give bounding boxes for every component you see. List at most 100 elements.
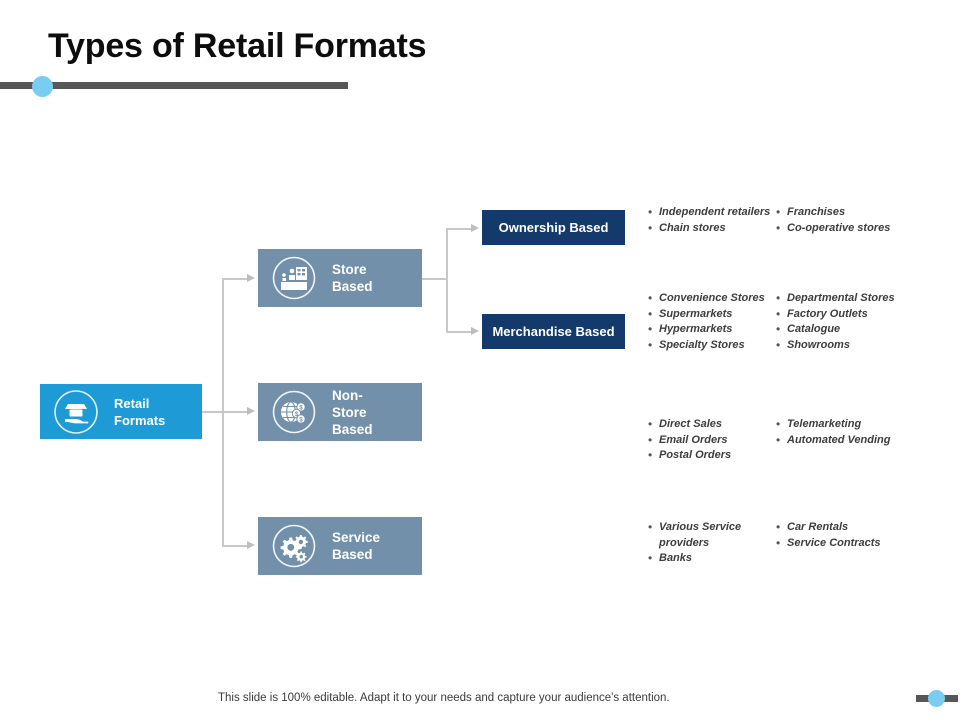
bullet-column-right: • Car Rentals • Service Contracts [776,520,926,567]
bullet-dot: • [648,417,653,431]
list-item-text: Service Contracts [787,536,881,549]
connector-trunk-to-service [222,545,250,547]
list-item-text: Showrooms [787,338,850,351]
list-item: • Car Rentals [776,520,926,536]
list-item: • Franchises [776,205,926,221]
list-item-text: Automated Vending [787,433,891,446]
bullet-column-right: • Telemarketing • Automated Vending [776,417,926,464]
list-item-text: Catalogue [787,323,841,335]
connector-trunk-to-store [222,278,250,280]
bullet-dot: • [648,432,653,447]
connector-root-to-trunk [202,411,223,413]
svg-text:$: $ [299,406,303,412]
list-item-text: Postal Orders [659,449,732,461]
arrow-to-merchandise-based [471,327,479,335]
list-item-text: Car Rentals [787,521,849,533]
bullet-dot: • [776,417,781,431]
list-item: • Service Contracts [776,536,926,552]
node-label-retail-formats: Retail Formats [114,395,166,428]
list-item: • Various Service providers [648,520,776,551]
node-label-ownership-based: Ownership Based [498,220,609,235]
connector-trunk-to-nonstore [222,411,250,413]
bullet-dot: • [776,432,781,447]
store-hand-icon [50,386,102,438]
list-item-text: Telemarketing [787,418,862,430]
list-item-text: Co-operative stores [787,221,891,234]
bullet-column-right: • Franchises • Co-operative stores [776,205,926,236]
list-item-text: Email Orders [659,433,728,446]
list-item: • Email Orders [648,433,776,449]
list-item: • Independent retailers [648,205,776,221]
list-item: • Co-operative stores [776,221,926,237]
list-item: • Automated Vending [776,433,926,449]
bullet-dot: • [776,535,781,550]
bullet-dot: • [776,205,781,219]
list-item-text: Franchises [787,206,846,218]
list-item: • Departmental Stores [776,291,926,307]
gears-icon [268,520,320,572]
node-retail-formats[interactable]: Retail Formats [40,384,202,439]
node-non-store-based[interactable]: $ $ $ Non- Store Based [258,383,422,441]
arrow-to-service-based [247,541,255,549]
svg-text:$: $ [299,418,303,424]
bullet-dot: • [776,306,781,321]
list-item: • Hypermarkets [648,322,776,338]
bullet-dot: • [648,306,653,321]
list-item-text: Specialty Stores [659,338,745,351]
list-item: • Convenience Stores [648,291,776,307]
connector-split-to-ownership [446,228,474,230]
footer-accent-dot [928,690,945,707]
arrow-to-ownership-based [471,224,479,232]
list-item: • Specialty Stores [648,338,776,354]
bullet-dot: • [648,520,653,534]
bullet-dot: • [776,220,781,235]
bullet-group-ownership-based: • Independent retailers • Chain stores • Fr… [648,205,926,236]
connector-split-vertical [446,228,448,332]
list-item: • Supermarkets [648,307,776,323]
bullet-group-non-store-based: • Direct Sales • Email Orders • Postal Orde… [648,417,926,464]
list-item-text: Departmental Stores [787,292,895,304]
bullet-dot: • [776,520,781,534]
bullet-column-right: • Departmental Stores • Factory Outlets • C… [776,291,926,353]
list-item-text: Supermarkets [659,307,733,320]
list-item-text: Various Service providers [659,521,742,549]
node-merchandise-based[interactable]: Merchandise Based [482,314,625,349]
bullet-dot: • [776,337,781,352]
list-item: • Factory Outlets [776,307,926,323]
node-ownership-based[interactable]: Ownership Based [482,210,625,245]
list-item: • Showrooms [776,338,926,354]
list-item: • Direct Sales [648,417,776,433]
bullet-dot: • [648,291,653,305]
title-accent-dot [32,76,53,97]
list-item-text: Hypermarkets [659,323,733,335]
connector-store-to-split [422,278,447,280]
svg-text:$: $ [295,412,299,418]
title-underline-bar [0,82,348,89]
list-item-text: Convenience Stores [659,292,765,304]
list-item-text: Chain stores [659,221,726,234]
list-item-text: Independent retailers [659,206,771,218]
list-item: • Chain stores [648,221,776,237]
bullet-dot: • [648,220,653,235]
bullet-dot: • [648,322,653,336]
bullet-dot: • [648,448,653,462]
bullet-dot: • [776,322,781,336]
arrow-to-non-store-based [247,407,255,415]
bullet-group-service-based: • Various Service providers • Banks • Car R… [648,520,926,567]
list-item-text: Factory Outlets [787,307,868,320]
bullet-column-left: • Independent retailers • Chain stores [648,205,776,236]
list-item-text: Banks [659,552,693,564]
list-item-text: Direct Sales [659,418,722,430]
bullet-dot: • [776,291,781,305]
arrow-to-store-based [247,274,255,282]
bullet-dot: • [648,337,653,352]
node-label-merchandise-based: Merchandise Based [492,324,615,339]
bullet-dot: • [648,551,653,565]
bullet-dot: • [648,205,653,219]
connector-split-to-merchandise [446,331,474,333]
bullet-column-left: • Direct Sales • Email Orders • Postal Orde… [648,417,776,464]
